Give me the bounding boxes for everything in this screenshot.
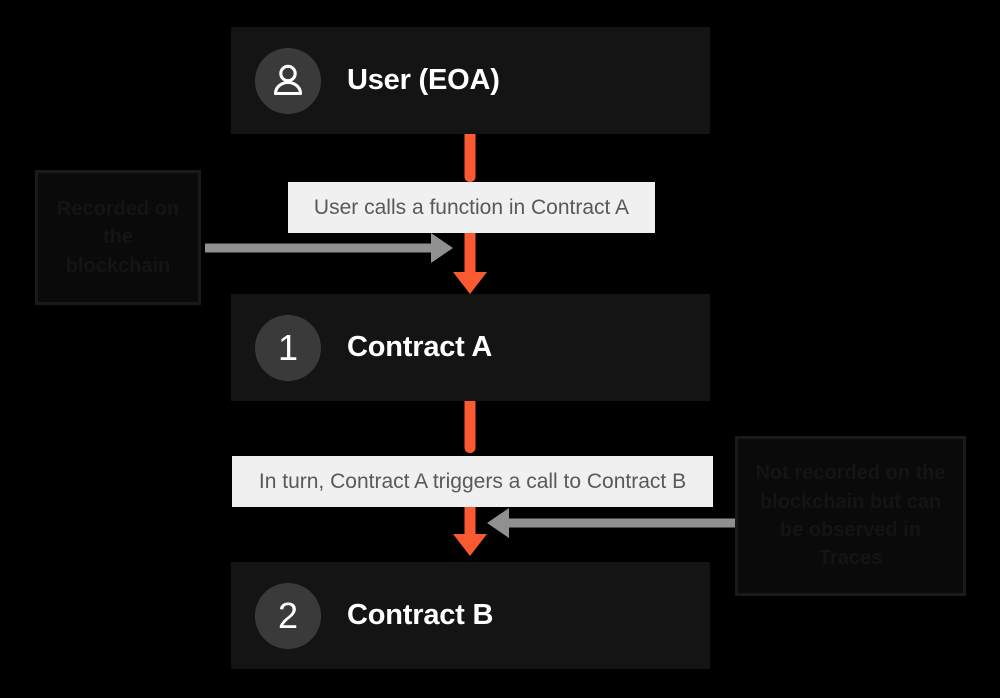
- contract-a-number-badge: 1: [255, 314, 321, 381]
- arrow-stem-lower: [464, 232, 476, 274]
- arrow-head-down: [453, 534, 487, 556]
- user-avatar-badge: [255, 47, 321, 114]
- arrow-stem-upper: [464, 134, 476, 182]
- annotation-recorded: Recorded on the blockchain: [35, 170, 201, 305]
- chip-user-calls-text: User calls a function in Contract A: [313, 195, 630, 219]
- connector-stem: [508, 518, 735, 528]
- annotation-recorded-connector-arrow: [205, 233, 455, 263]
- chip-contract-triggers-text: In turn, Contract A triggers a call to C…: [258, 469, 687, 493]
- arrow-user-to-contract-a: [453, 134, 487, 294]
- node-contract-b: 2 Contract B: [231, 562, 710, 669]
- contract-b-number-badge: 2: [255, 582, 321, 649]
- chip-contract-triggers: In turn, Contract A triggers a call to C…: [232, 456, 713, 507]
- node-contract-a: 1 Contract A: [231, 294, 710, 401]
- annotation-not-recorded-connector-arrow: [487, 508, 735, 538]
- arrow-contract-a-to-contract-b: [453, 401, 487, 562]
- contract-a-number: 1: [277, 326, 299, 368]
- annotation-not-recorded-text: Not recorded on the blockchain but can b…: [755, 462, 946, 570]
- connector-head-right: [431, 233, 453, 263]
- node-contract-b-title: Contract B: [347, 599, 494, 631]
- annotation-recorded-text: Recorded on the blockchain: [56, 197, 180, 277]
- arrow-stem-lower: [464, 505, 476, 536]
- arrow-head-down: [453, 272, 487, 294]
- node-user: User (EOA): [231, 27, 710, 134]
- person-icon: [273, 64, 303, 95]
- connector-head-left: [487, 508, 509, 538]
- node-user-title: User (EOA): [347, 64, 500, 96]
- contract-b-number: 2: [277, 594, 299, 636]
- connector-stem: [205, 243, 433, 253]
- chip-user-calls: User calls a function in Contract A: [288, 182, 655, 233]
- node-contract-a-title: Contract A: [347, 331, 493, 363]
- annotation-not-recorded: Not recorded on the blockchain but can b…: [735, 436, 966, 596]
- arrow-stem-upper: [464, 401, 476, 453]
